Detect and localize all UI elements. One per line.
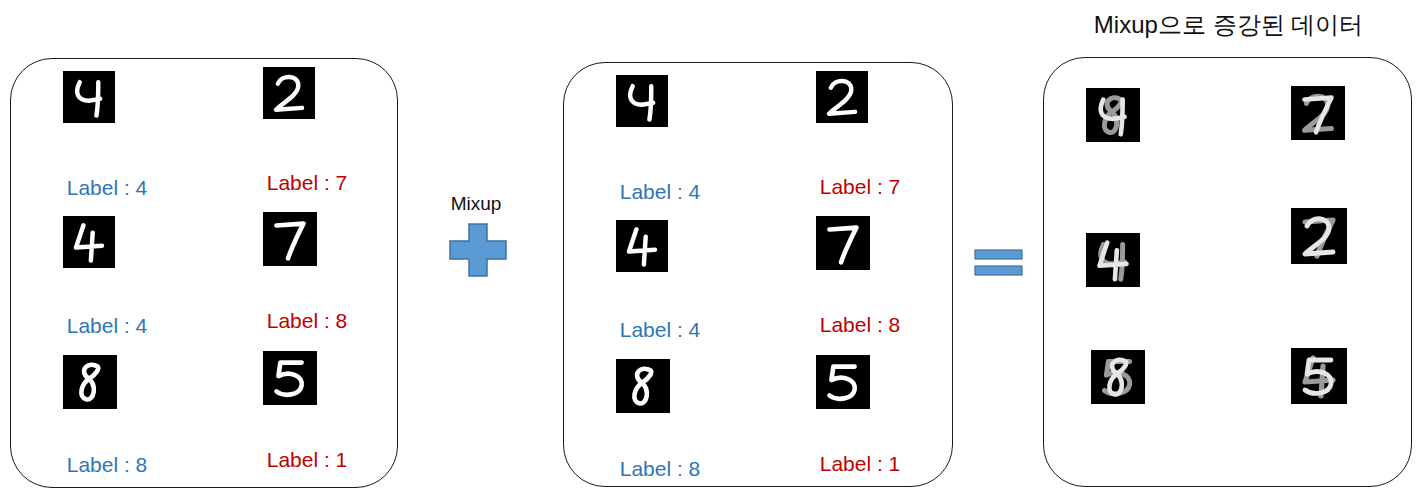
label-text: Label : 4: [67, 176, 148, 200]
label-text: Label : 1: [820, 452, 901, 476]
digit-image: [1086, 88, 1140, 142]
label-text: Label : 8: [67, 453, 148, 477]
operation-label: Mixup: [451, 193, 502, 215]
digit-image: [816, 355, 870, 409]
image-group-box: Mixup으로 증강된 데이터: [1043, 57, 1412, 487]
digit-image: [63, 71, 115, 123]
digit-image: [263, 212, 317, 266]
label-text: Label : 8: [620, 457, 701, 481]
digit-image: [816, 216, 870, 270]
digit-image: [263, 351, 317, 405]
label-text: Label : 4: [620, 180, 701, 204]
box-heading: Mixup으로 증강된 데이터: [1094, 9, 1363, 41]
digit-image: [63, 355, 117, 409]
digit-image: [1291, 348, 1347, 404]
digit-image: [616, 75, 668, 127]
digit-image: [1086, 233, 1140, 287]
digit-image: [263, 67, 315, 119]
label-text: Label : 4: [67, 314, 148, 338]
digit-image: [63, 216, 115, 268]
label-text: Label : 7: [267, 171, 348, 195]
plus-sign: [448, 222, 508, 278]
label-text: Label : 8: [820, 313, 901, 337]
digit-image: [616, 359, 670, 413]
label-text: Label : 4: [620, 318, 701, 342]
image-group-box: Label : 4 Label : 7 Label : 4 Label : 8 Labe…: [10, 58, 398, 488]
image-group-box: Label : 4 Label : 7 Label : 4 Label : 8 Labe…: [563, 62, 953, 487]
equals-sign: [973, 248, 1025, 278]
digit-image: [1291, 208, 1347, 264]
label-text: Label : 7: [820, 175, 901, 199]
label-text: Label : 1: [267, 448, 348, 472]
digit-image: [616, 220, 668, 272]
digit-image: [1091, 350, 1145, 404]
digit-image: [1291, 86, 1345, 140]
digit-image: [816, 71, 868, 123]
label-text: Label : 8: [267, 309, 348, 333]
